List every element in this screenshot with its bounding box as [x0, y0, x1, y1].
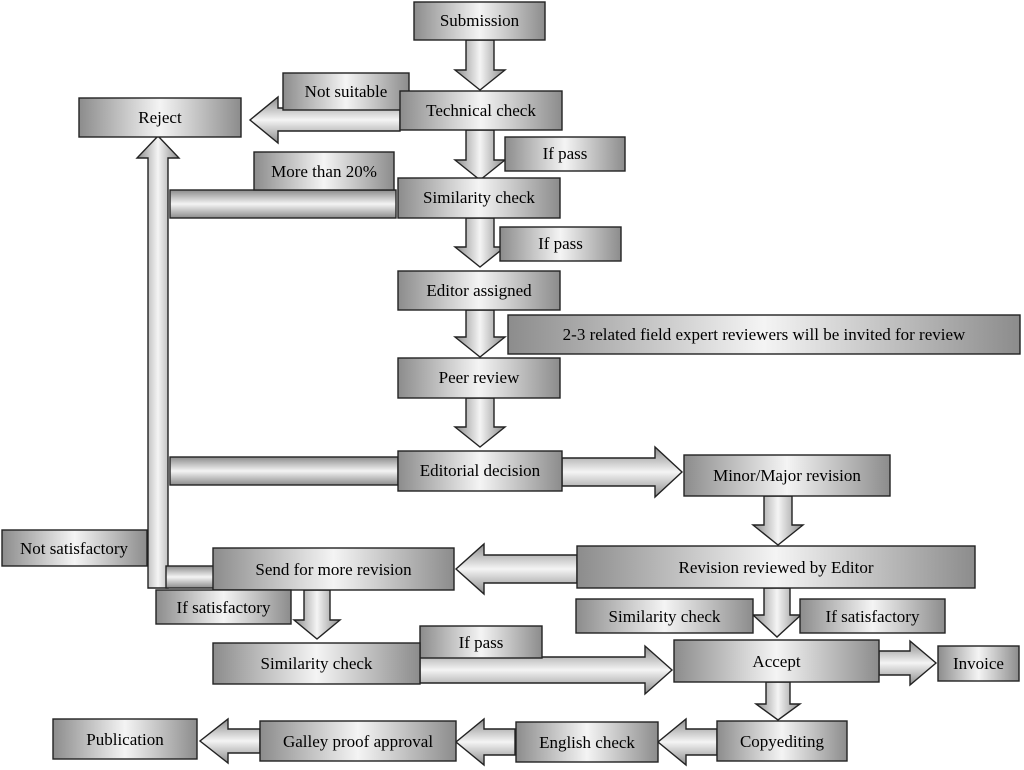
svg-text:If pass: If pass — [543, 144, 588, 163]
label-if-satisfactory-1: If satisfactory — [155, 589, 292, 625]
node-editorial-decision: Editorial decision — [397, 450, 563, 492]
svg-text:Send for more revision: Send for more revision — [255, 560, 412, 579]
label-not-suitable: Not suitable — [282, 72, 410, 111]
svg-text:Revision reviewed by Editor: Revision reviewed by Editor — [679, 558, 874, 577]
left-arrow-galley — [198, 717, 261, 765]
svg-text:Galley proof approval: Galley proof approval — [283, 732, 433, 751]
svg-text:If pass: If pass — [538, 234, 583, 253]
svg-text:If satisfactory: If satisfactory — [826, 607, 920, 626]
left-arrow-send-revision — [454, 542, 578, 596]
node-peer-review: Peer review — [397, 357, 561, 399]
bar-editorial-reject — [169, 456, 399, 486]
node-reject: Reject — [78, 97, 242, 138]
label-reviewers-note: 2-3 related field expert reviewers will … — [507, 314, 1021, 355]
svg-text:Not suitable: Not suitable — [305, 82, 388, 101]
svg-text:Invoice: Invoice — [953, 654, 1004, 673]
label-if-pass-1: If pass — [504, 136, 626, 172]
label-more-than-20: More than 20% — [253, 151, 395, 191]
node-technical-check: Technical check — [399, 90, 563, 131]
right-arrow-invoice — [878, 639, 938, 687]
right-arrow-editorial — [561, 445, 684, 499]
svg-text:Copyediting: Copyediting — [740, 732, 825, 751]
node-minor-major-revision: Minor/Major revision — [683, 454, 891, 497]
svg-text:Accept: Accept — [752, 652, 800, 671]
down-arrow-submission — [453, 39, 507, 91]
svg-text:Similarity check: Similarity check — [423, 188, 535, 207]
bar-send-reject — [165, 565, 215, 589]
down-arrow-peer — [453, 397, 507, 448]
svg-text:Not satisfactory: Not satisfactory — [20, 539, 129, 558]
node-similarity-check-1: Similarity check — [397, 177, 561, 219]
svg-text:Publication: Publication — [86, 730, 164, 749]
svg-text:English check: English check — [539, 733, 635, 752]
node-invoice: Invoice — [937, 645, 1020, 682]
left-arrow-copyediting — [656, 717, 718, 767]
label-if-pass-2: If pass — [499, 226, 622, 262]
label-similarity-check-2: Similarity check — [575, 598, 754, 634]
svg-text:2-3 related field expert revie: 2-3 related field expert reviewers will … — [563, 325, 966, 344]
node-accept: Accept — [673, 639, 880, 683]
svg-text:Submission: Submission — [440, 11, 520, 30]
label-if-pass-3: If pass — [419, 625, 543, 659]
down-arrow-similarity — [453, 217, 507, 268]
node-submission: Submission — [413, 1, 546, 41]
svg-text:Reject: Reject — [138, 108, 182, 127]
reject-up-arrow — [135, 134, 181, 589]
down-arrow-minor — [751, 495, 805, 546]
svg-text:If satisfactory: If satisfactory — [177, 598, 271, 617]
svg-text:Minor/Major revision: Minor/Major revision — [713, 466, 861, 485]
label-if-satisfactory-2: If satisfactory — [799, 598, 946, 634]
svg-text:Editorial decision: Editorial decision — [420, 461, 541, 480]
svg-text:Editor assigned: Editor assigned — [426, 281, 532, 300]
svg-text:Similarity check: Similarity check — [609, 607, 721, 626]
down-arrow-send — [292, 589, 342, 640]
node-editor-assigned: Editor assigned — [397, 270, 561, 311]
down-arrow-editor — [453, 309, 507, 358]
svg-text:If pass: If pass — [459, 633, 504, 652]
svg-text:Similarity check: Similarity check — [261, 654, 373, 673]
svg-text:Technical check: Technical check — [426, 101, 536, 120]
down-arrow-revision — [751, 587, 803, 638]
node-galley-proof: Galley proof approval — [259, 720, 457, 762]
left-arrow-english — [454, 717, 516, 767]
bar-similarity-reject — [169, 189, 397, 219]
node-english-check: English check — [515, 721, 659, 763]
down-arrow-technical — [453, 129, 507, 181]
label-not-satisfactory: Not satisfactory — [1, 529, 148, 567]
node-publication: Publication — [52, 718, 198, 760]
svg-text:Peer review: Peer review — [439, 368, 520, 387]
svg-text:More than 20%: More than 20% — [271, 162, 377, 181]
node-similarity-check-3: Similarity check — [212, 642, 421, 685]
node-send-more-revision: Send for more revision — [212, 547, 455, 591]
node-revision-reviewed: Revision reviewed by Editor — [576, 545, 976, 589]
node-copyediting: Copyediting — [716, 720, 848, 762]
down-arrow-accept — [753, 681, 803, 721]
